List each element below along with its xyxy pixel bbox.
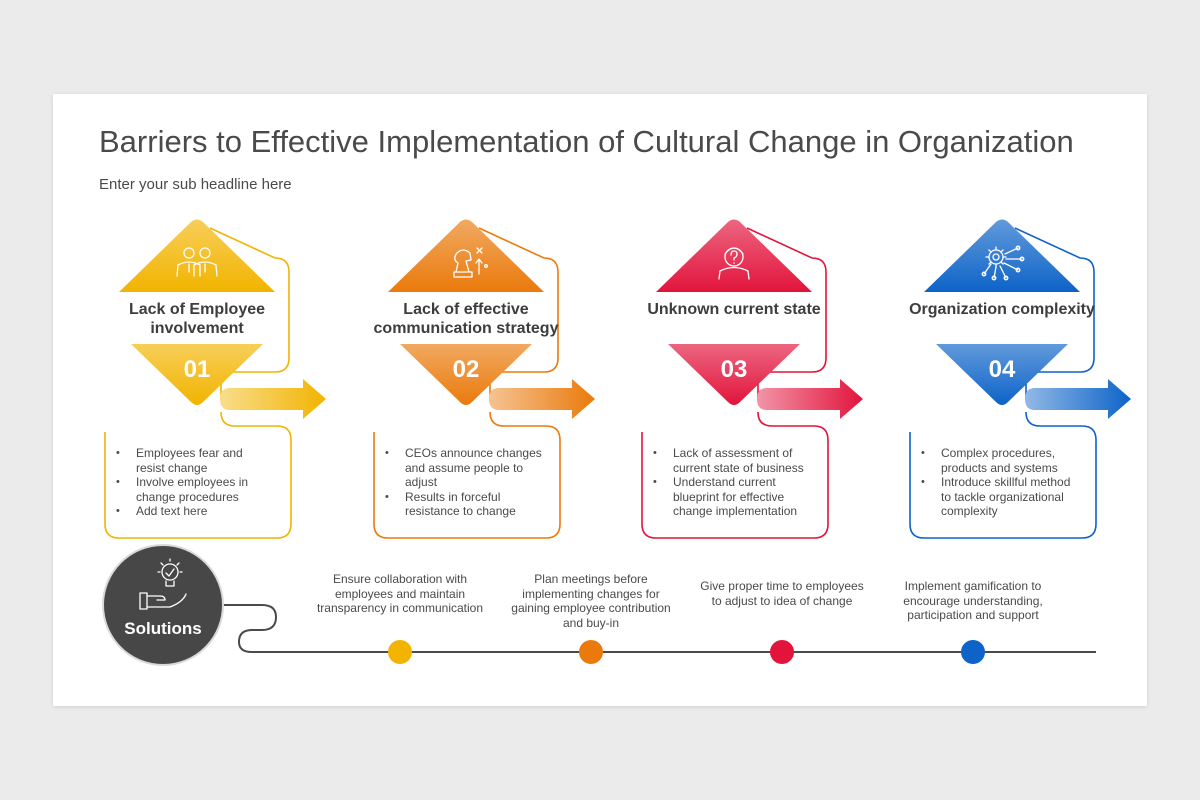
bottom-triangle: [936, 344, 1068, 405]
top-triangle: [656, 219, 812, 292]
card-number: 01: [183, 356, 211, 383]
bullet-list: Employees fear and resist changeInvolve …: [114, 446, 274, 519]
timeline-dot: [961, 640, 985, 664]
solution-text: Implement gamification to encourage unde…: [903, 579, 1043, 622]
solutions-timeline: [102, 544, 1096, 666]
bullet-item: Understand current blueprint for effecti…: [651, 475, 811, 519]
timeline-dot: [770, 640, 794, 664]
top-triangle: [924, 219, 1080, 292]
arrow-right-icon: [489, 379, 595, 419]
bullet-box-outline: [104, 411, 292, 539]
bottom-triangle: [131, 344, 263, 405]
person-question-icon: [718, 247, 750, 280]
barrier-card-3: [641, 219, 863, 539]
solutions-circle: [102, 544, 224, 666]
barrier-card-4: [909, 219, 1131, 539]
bottom-triangle: [400, 344, 532, 405]
bullet-list: Complex procedures, products and systems…: [919, 446, 1079, 519]
bullet-item: Involve employees in change procedures: [114, 475, 274, 504]
slide-subtitle: Enter your sub headline here: [99, 176, 292, 193]
bullet-item: Add text here: [114, 504, 274, 519]
card-number: 02: [452, 356, 480, 383]
card-number: 04: [988, 356, 1016, 383]
arrow-right-icon: [757, 379, 863, 419]
bullet-item: Complex procedures, products and systems: [919, 446, 1079, 475]
barrier-card-2: [373, 219, 595, 539]
solution-text: Ensure collaboration with employees and …: [316, 572, 484, 615]
arrow-right-icon: [1025, 379, 1131, 419]
timeline-dot: [388, 640, 412, 664]
gear-network-icon: [981, 245, 1025, 281]
bullet-item: Results in forceful resistance to change: [383, 490, 543, 519]
bullet-list: Lack of assessment of current state of b…: [651, 446, 811, 519]
chess-strategy-icon: [453, 247, 488, 278]
arrow-right-icon: [220, 379, 326, 419]
bullet-item: Employees fear and resist change: [114, 446, 274, 475]
timeline-dot: [579, 640, 603, 664]
barrier-card-1: [104, 219, 326, 539]
bullet-item: Introduce skillful method to tackle orga…: [919, 475, 1079, 519]
bullet-box-outline: [641, 411, 829, 539]
card-number: 03: [720, 356, 748, 383]
employees-icon: [176, 247, 218, 277]
top-triangle: [388, 219, 544, 292]
solution-text: Plan meetings before implementing change…: [511, 572, 671, 630]
bullet-item: Lack of assessment of current state of b…: [651, 446, 811, 475]
card-title: Unknown current state: [647, 301, 821, 318]
bullet-list: CEOs announce changes and assume people …: [383, 446, 543, 519]
bullet-box-outline: [373, 411, 561, 539]
idea-hand-icon: [139, 558, 187, 610]
slide-title: Barriers to Effective Implementation of …: [99, 124, 1074, 159]
bullet-box-outline: [909, 411, 1097, 539]
card-title: Organization complexity: [909, 301, 1095, 318]
timeline-line: [215, 604, 1096, 653]
solution-text: Give proper time to employees to adjust …: [700, 579, 864, 608]
card-title: Lack of Employee involvement: [128, 301, 266, 337]
bottom-triangle: [668, 344, 800, 405]
card-title: Lack of effective communication strategy: [373, 301, 559, 337]
bullet-item: CEOs announce changes and assume people …: [383, 446, 543, 490]
solutions-label: Solutions: [124, 619, 202, 638]
top-triangle: [119, 219, 275, 292]
